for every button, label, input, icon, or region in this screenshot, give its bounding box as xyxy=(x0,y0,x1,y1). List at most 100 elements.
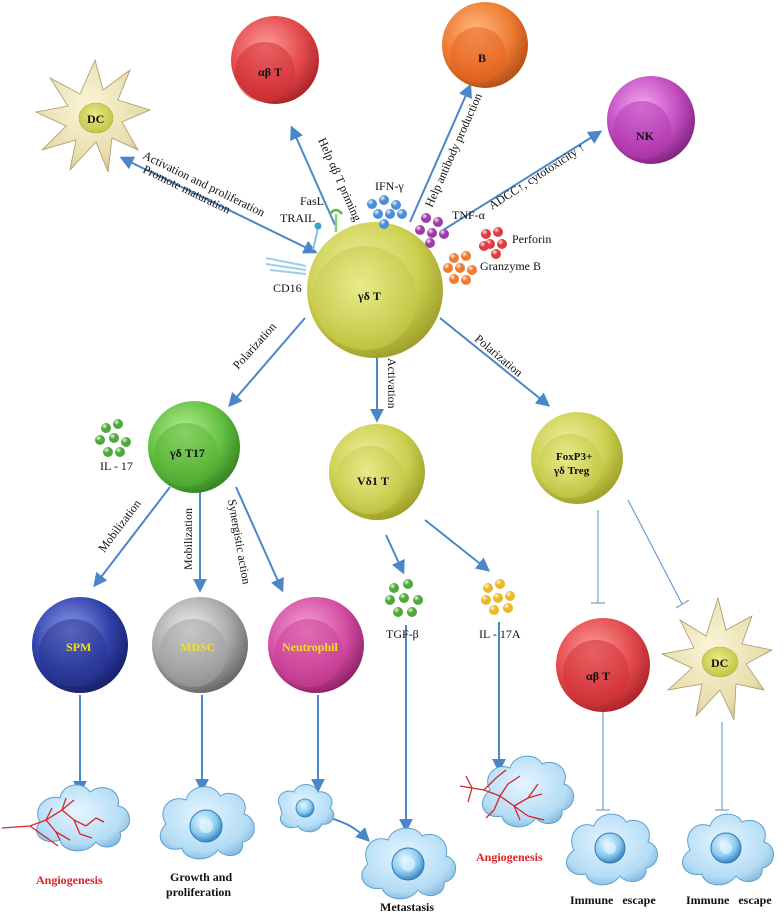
molecule-bead-highlight xyxy=(113,419,123,429)
trail-receptor xyxy=(312,222,322,251)
label-help-antibody: Help antibody production xyxy=(422,91,485,209)
molecule-bead-highlight xyxy=(95,435,105,445)
inhibit-to-dc-bar xyxy=(675,599,690,609)
ab-t-top-label: αβ T xyxy=(258,65,282,79)
label-synergistic-action: Synergistic action xyxy=(225,498,254,585)
gd-t-cell-central: γδ T xyxy=(307,222,443,358)
foxp3-treg-cell: FoxP3+ γδ Treg xyxy=(531,412,623,504)
immune-escape-cloud-1 xyxy=(566,813,658,886)
neutrophil-cell: Neutrophil xyxy=(268,597,364,693)
molecule-bead-highlight xyxy=(391,200,401,210)
outcome-angiogenesis-2: Angiogenesis xyxy=(476,850,543,864)
neutrophil-label: Neutrophil xyxy=(282,640,338,654)
b-cell: B xyxy=(442,2,528,88)
arrow-to-dc xyxy=(119,156,318,254)
arrow-polarization-left xyxy=(228,317,306,408)
molecule-bead-highlight xyxy=(379,219,389,229)
molecule-bead-highlight xyxy=(483,583,493,593)
arrow-synergistic xyxy=(235,486,284,593)
molecule-bead-highlight xyxy=(497,239,507,249)
arrow-to-b-cell xyxy=(409,83,472,223)
arrow-polarization-right xyxy=(439,317,551,407)
angiogenesis-1-graphic xyxy=(1,784,130,852)
nk-cell-label: NK xyxy=(636,129,655,143)
molecule-bead-highlight xyxy=(407,607,417,617)
molecule-bead-highlight xyxy=(427,228,437,238)
molecule-bead-highlight xyxy=(481,595,491,605)
label-mobilization-1: Mobilization xyxy=(95,497,143,555)
vd1-t-cell: Vδ1 T xyxy=(329,424,425,520)
label-granzyme-b: Granzyme B xyxy=(480,259,541,273)
molecule-bead-highlight xyxy=(389,583,399,593)
label-polarization-right: Polarization xyxy=(472,332,525,380)
label-il17: IL - 17 xyxy=(100,459,133,473)
molecule-bead-highlight xyxy=(489,605,499,615)
cd16-receptor xyxy=(265,257,307,275)
dc-bottom-label: DC xyxy=(711,656,728,670)
molecule-bead-highlight xyxy=(379,195,389,205)
molecule-bead-highlight xyxy=(455,263,465,273)
molecule-bead-highlight xyxy=(481,229,491,239)
label-perforin: Perforin xyxy=(512,232,551,246)
label-il17a: IL - 17A xyxy=(479,627,521,641)
granzyme-b-beads xyxy=(443,251,477,285)
label-tgfb: TGF-β xyxy=(386,627,419,641)
label-cd16: CD16 xyxy=(273,281,302,295)
mdsc-label: MDSC xyxy=(180,640,215,654)
inhibit-to-dc xyxy=(627,499,683,605)
molecule-bead-highlight xyxy=(367,199,377,209)
outcome-immune-escape-1: Immune escape xyxy=(570,893,656,907)
molecule-bead-highlight xyxy=(103,447,113,457)
molecule-bead-highlight xyxy=(397,209,407,219)
molecule-bead-highlight xyxy=(425,238,435,248)
gd-t17-label: γδ T17 xyxy=(169,446,205,460)
small-tumor-cloud xyxy=(278,784,335,833)
label-tnf-alpha: TNF-α xyxy=(452,208,486,222)
molecule-bead-highlight xyxy=(403,579,413,589)
label-adcc: ADCC↑, cytotoxicity ↑ xyxy=(486,140,587,213)
molecule-bead-highlight xyxy=(479,241,489,251)
ab-t-cell-top: αβ T xyxy=(231,16,319,104)
molecule-bead-highlight xyxy=(461,275,471,285)
tgfb-beads xyxy=(385,579,423,617)
label-mobilization-2: Mobilization xyxy=(181,508,195,570)
nk-cell: NK xyxy=(607,76,695,164)
molecule-bead-highlight xyxy=(505,591,515,601)
spm-cell: SPM xyxy=(32,597,128,693)
label-activation: Activation xyxy=(385,358,399,409)
label-ifn-gamma: IFN-γ xyxy=(375,179,404,193)
immune-escape-cloud-2 xyxy=(682,813,774,886)
mdsc-cell: MDSC xyxy=(152,597,248,693)
outcome-metastasis: Metastasis xyxy=(380,900,434,913)
molecule-bead-highlight xyxy=(449,274,459,284)
molecule-bead-highlight xyxy=(495,579,505,589)
growth-cloud xyxy=(159,786,255,860)
vd1-t-label: Vδ1 T xyxy=(357,474,389,488)
treg-label-line2: γδ Treg xyxy=(553,465,590,477)
molecule-bead-highlight xyxy=(443,263,453,273)
molecule-bead-highlight xyxy=(491,249,501,259)
molecule-bead-highlight xyxy=(421,213,431,223)
label-trail: TRAIL xyxy=(280,211,315,225)
arrows-layer xyxy=(73,83,729,842)
molecule-bead-highlight xyxy=(373,209,383,219)
angiogenesis-2-graphic xyxy=(459,755,574,828)
molecule-bead-highlight xyxy=(101,423,111,433)
molecule-bead-highlight xyxy=(449,253,459,263)
outcome-angiogenesis-1: Angiogenesis xyxy=(36,873,103,887)
gd-t-label: γδ T xyxy=(357,289,381,303)
molecule-bead-highlight xyxy=(385,209,395,219)
il17-beads xyxy=(95,419,131,457)
tnf-alpha-beads xyxy=(415,213,449,248)
molecule-bead-highlight xyxy=(399,593,409,603)
dendritic-cell-top: DC xyxy=(34,58,152,173)
treg-label-line1: FoxP3+ xyxy=(556,451,592,463)
gd-t17-cell: γδ T17 xyxy=(148,401,240,493)
molecule-bead-highlight xyxy=(393,607,403,617)
molecule-bead-highlight xyxy=(121,437,131,447)
molecule-bead-highlight xyxy=(415,225,425,235)
molecule-bead-highlight xyxy=(493,227,503,237)
arrow-to-tgfb xyxy=(385,534,405,575)
molecule-bead-highlight xyxy=(467,265,477,275)
molecule-bead-highlight xyxy=(503,603,513,613)
